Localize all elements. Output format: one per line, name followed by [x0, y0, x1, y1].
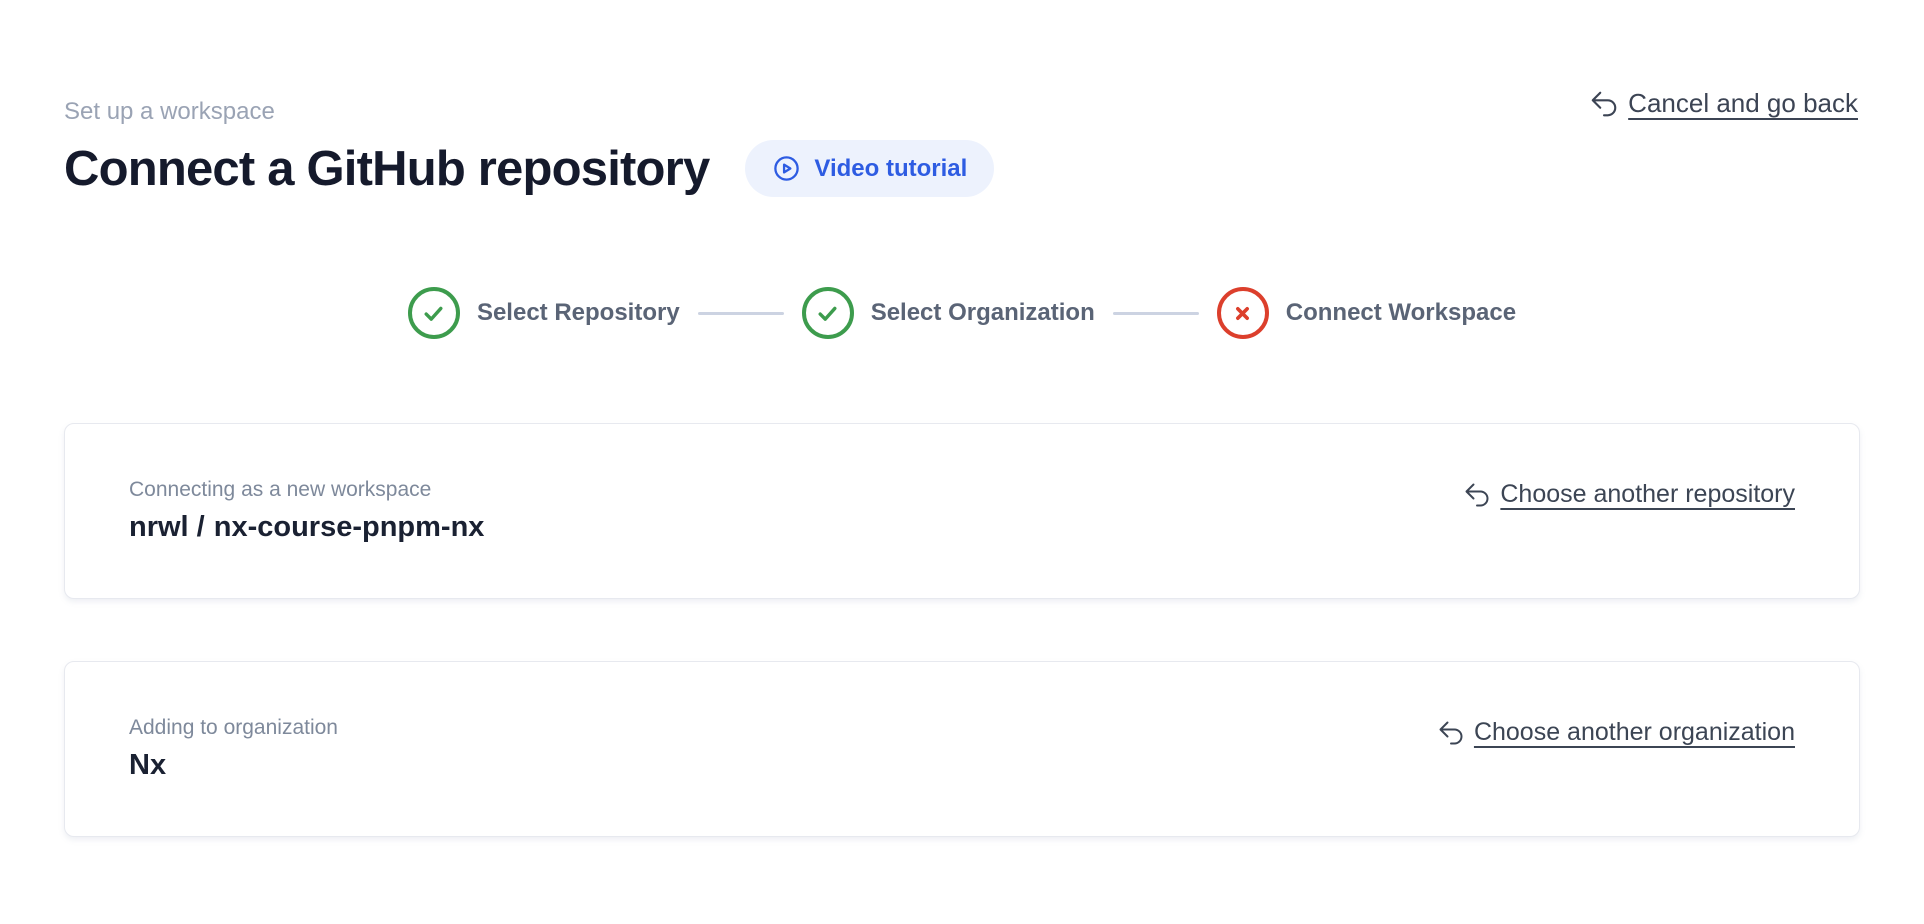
title-row: Connect a GitHub repository Video tutori… [64, 140, 1860, 197]
selected-repository-card: Connecting as a new workspace nrwl /nx-c… [64, 423, 1860, 599]
organization-info: Adding to organization Nx [129, 716, 338, 782]
repository-repo-name: nx-course-pnpm-nx [213, 511, 485, 543]
eyebrow-text: Set up a workspace [64, 98, 275, 125]
choose-another-repository-link[interactable]: Choose another repository [1463, 480, 1795, 509]
arrow-uturn-left-icon [1437, 719, 1465, 747]
stepper-connector [697, 311, 784, 315]
choose-another-organization-label: Choose another organization [1473, 718, 1795, 746]
selected-organization-card: Adding to organization Nx Choose another… [64, 661, 1860, 837]
choose-another-organization-link[interactable]: Choose another organization [1437, 718, 1795, 747]
step-select-organization: Select Organization [801, 287, 1095, 339]
repository-name: nrwl /nx-course-pnpm-nx [129, 511, 484, 544]
check-circle-icon [407, 287, 460, 339]
step-label: Select Repository [476, 299, 680, 326]
stepper-connector [1112, 311, 1199, 315]
cancel-and-go-back-label: Cancel and go back [1628, 88, 1858, 118]
step-connect-workspace: Connect Workspace [1216, 287, 1517, 339]
repository-info: Connecting as a new workspace nrwl /nx-c… [129, 478, 484, 544]
check-circle-icon [801, 287, 854, 339]
choose-another-repository-label: Choose another repository [1500, 480, 1795, 508]
arrow-uturn-left-icon [1463, 481, 1491, 509]
video-tutorial-button[interactable]: Video tutorial [745, 140, 995, 197]
step-label: Connect Workspace [1285, 299, 1517, 326]
organization-card-label: Adding to organization [129, 716, 338, 739]
cancel-and-go-back-link[interactable]: Cancel and go back [1589, 88, 1858, 119]
repository-owner: nrwl / [129, 511, 205, 543]
repository-card-label: Connecting as a new workspace [129, 478, 432, 501]
page-title: Connect a GitHub repository [64, 141, 710, 196]
wizard-stepper: Select Repository Select Organization Co… [64, 287, 1860, 339]
organization-name: Nx [129, 749, 167, 781]
video-tutorial-label: Video tutorial [814, 154, 968, 182]
x-circle-icon [1216, 287, 1269, 339]
play-circle-icon [772, 154, 801, 183]
arrow-uturn-left-icon [1589, 89, 1619, 119]
step-select-repository: Select Repository [407, 287, 680, 339]
step-label: Select Organization [870, 299, 1095, 326]
